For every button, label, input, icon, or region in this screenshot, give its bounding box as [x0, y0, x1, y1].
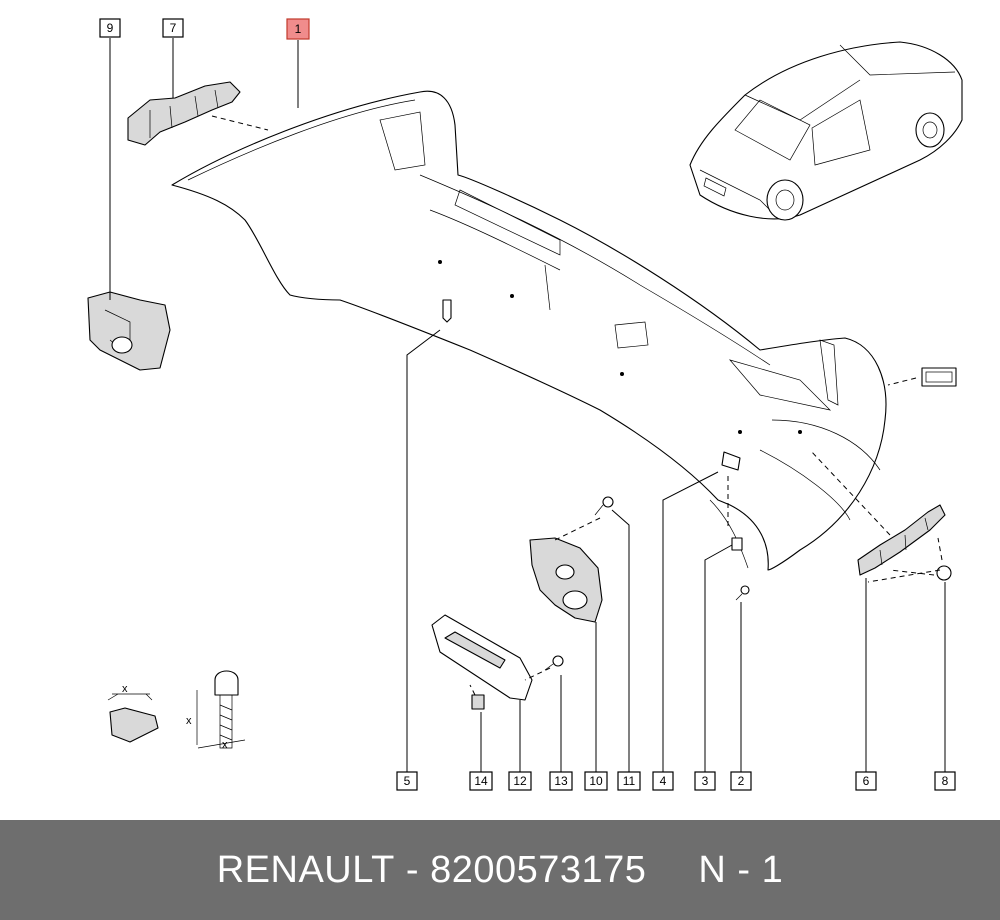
svg-text:13: 13 — [554, 774, 568, 788]
svg-text:1: 1 — [295, 22, 302, 36]
svg-text:7: 7 — [170, 21, 177, 35]
svg-text:3: 3 — [702, 774, 709, 788]
footer-banner: RENAULT - 8200573175 N - 1 — [0, 820, 1000, 920]
svg-text:12: 12 — [513, 774, 527, 788]
callout-6[interactable]: 6 — [855, 771, 877, 791]
dimension-guide: x x x — [107, 670, 246, 751]
brand-name: RENAULT — [216, 848, 395, 891]
svg-text:10: 10 — [589, 774, 603, 788]
callout-5[interactable]: 5 — [396, 771, 418, 791]
svg-text:5: 5 — [404, 774, 411, 788]
part-number: 8200573175 — [430, 848, 647, 891]
leader-lines — [109, 38, 946, 772]
callout-12[interactable]: 12 — [508, 771, 532, 791]
callout-8[interactable]: 8 — [934, 771, 956, 791]
fasteners — [442, 299, 952, 671]
callout-1[interactable]: 1 — [286, 18, 310, 40]
callout-11[interactable]: 11 — [617, 771, 641, 791]
bracket-part-6 — [857, 504, 946, 576]
dimension-label-x-2: x — [186, 715, 192, 727]
lamp-part-10 — [529, 537, 603, 623]
vehicle-thumbnail — [689, 41, 963, 221]
svg-text:9: 9 — [107, 21, 114, 35]
callout-4[interactable]: 4 — [652, 771, 674, 791]
svg-text:8: 8 — [942, 774, 949, 788]
svg-text:4: 4 — [660, 774, 667, 788]
callout-14[interactable]: 14 — [469, 771, 493, 791]
svg-text:14: 14 — [474, 774, 488, 788]
bracket-part-7 — [127, 81, 241, 146]
dimension-label-x-3: x — [222, 739, 228, 751]
page-reference: N - 1 — [698, 848, 784, 891]
assembly-lines — [211, 115, 943, 696]
callout-10[interactable]: 10 — [584, 771, 608, 791]
callout-3[interactable]: 3 — [694, 771, 716, 791]
bracket-part-9 — [87, 291, 171, 371]
svg-text:2: 2 — [738, 774, 745, 788]
callout-2[interactable]: 2 — [730, 771, 752, 791]
svg-text:6: 6 — [863, 774, 870, 788]
clip-part-14 — [471, 694, 485, 710]
dimension-label-x-1: x — [122, 683, 128, 695]
label-plate — [921, 367, 957, 387]
plate-light-part-12 — [431, 614, 533, 701]
callout-13[interactable]: 13 — [549, 771, 573, 791]
callout-9[interactable]: 9 — [99, 18, 121, 38]
parts-diagram: x x x 1 — [87, 18, 963, 791]
rear-bumper-part — [171, 90, 887, 571]
callout-7[interactable]: 7 — [162, 18, 184, 38]
brand-separator: - — [405, 848, 419, 891]
svg-text:11: 11 — [623, 774, 636, 788]
